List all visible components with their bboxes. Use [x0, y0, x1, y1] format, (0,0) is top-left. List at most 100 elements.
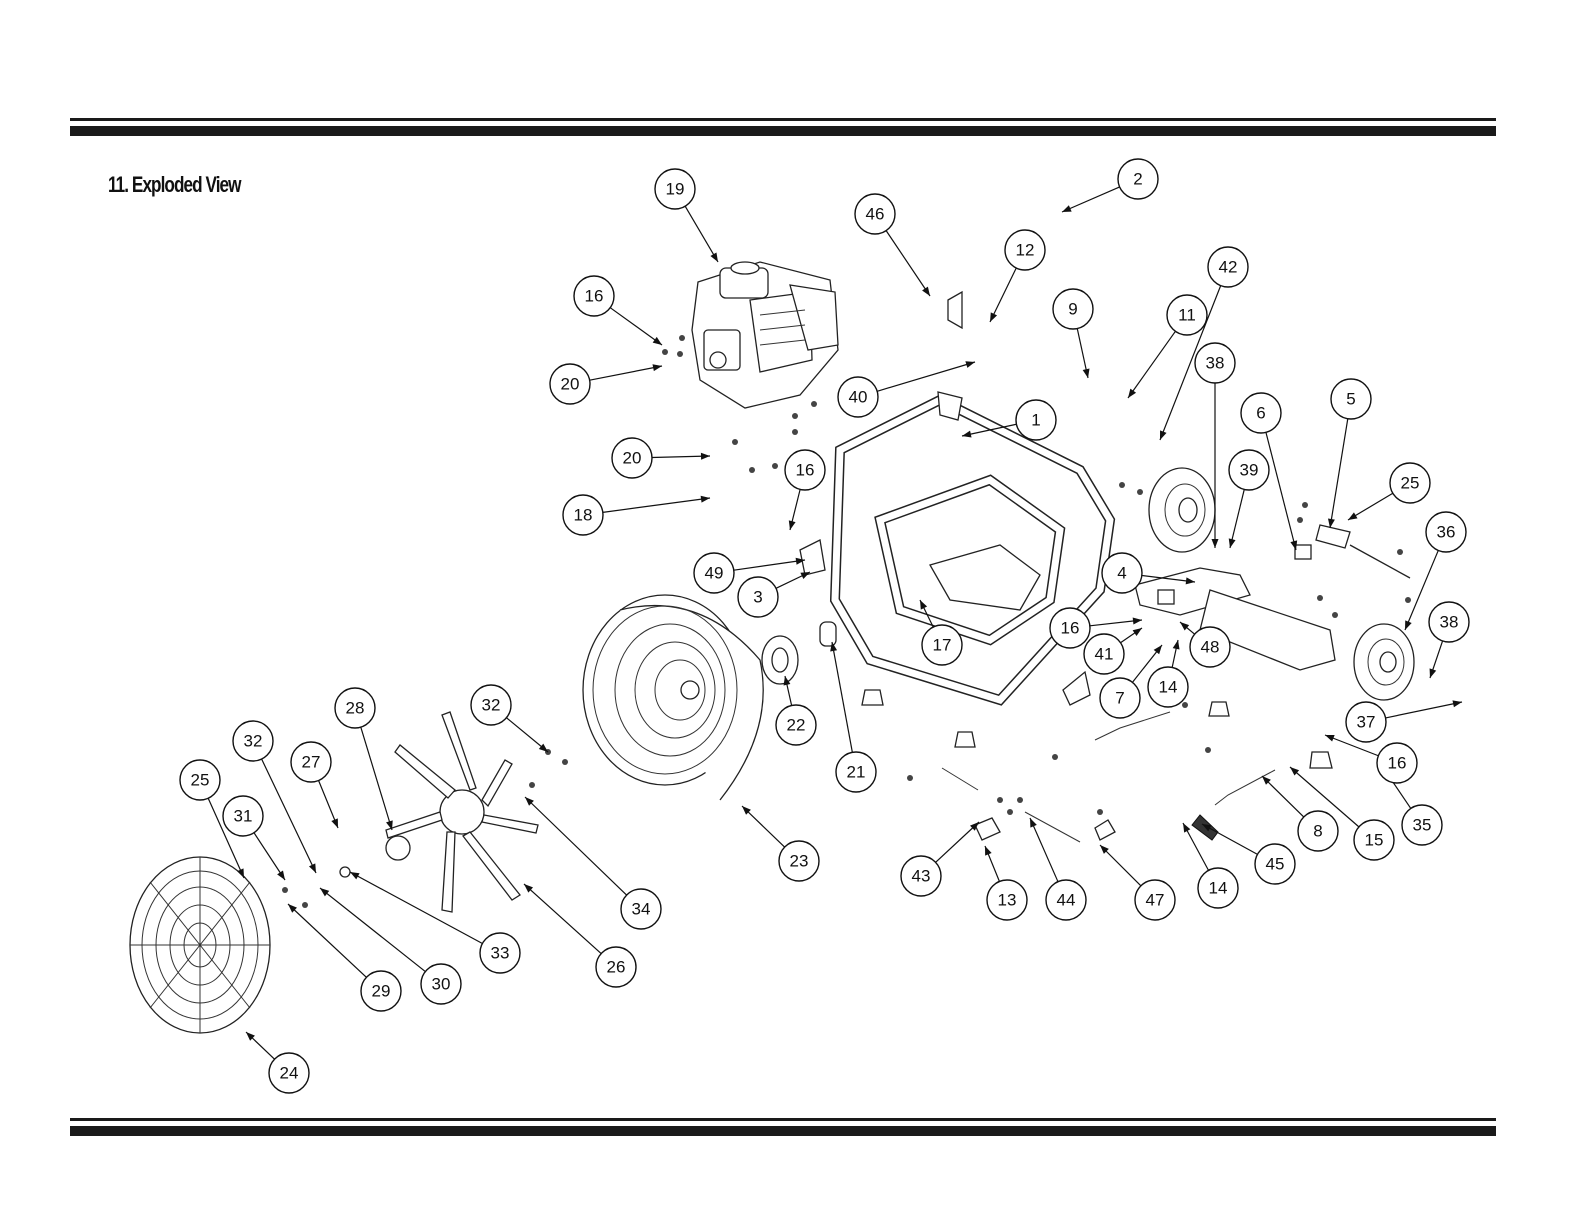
callout-41: 41 — [1084, 634, 1124, 674]
leader-arrowhead-33 — [350, 872, 360, 879]
callout-label: 36 — [1437, 523, 1456, 542]
callout-13: 13 — [987, 880, 1027, 920]
footer-rule-thin — [70, 1118, 1496, 1121]
leader-arrowhead-46 — [922, 287, 930, 296]
callout-11: 11 — [1167, 295, 1207, 335]
callout-36: 36 — [1426, 512, 1466, 552]
hardware-fastener — [1297, 517, 1303, 523]
callout-label: 1 — [1031, 411, 1040, 430]
gas-spring-part — [942, 768, 978, 790]
callout-42: 42 — [1208, 247, 1248, 287]
callout-45: 45 — [1255, 844, 1295, 884]
hardware-fastener — [811, 401, 817, 407]
leader-arrowhead-6 — [1290, 540, 1297, 550]
hardware-fastener — [662, 349, 668, 355]
bearing-plate-part — [762, 636, 798, 684]
leader-arrowhead-16 — [653, 337, 662, 345]
leader-arrowhead-37 — [1452, 700, 1462, 707]
leader-arrowhead-19 — [710, 252, 718, 262]
callout-label: 13 — [998, 891, 1017, 910]
frame-part — [835, 392, 1110, 700]
callout-3: 3 — [738, 577, 778, 617]
bushing-part — [820, 622, 836, 646]
callout-label: 47 — [1146, 891, 1165, 910]
leader-arrowhead-25 — [1348, 512, 1358, 520]
leader-arrowhead-17 — [920, 600, 927, 610]
callout-4: 4 — [1102, 553, 1142, 593]
callout-label: 41 — [1095, 645, 1114, 664]
mount-47-part — [1095, 820, 1115, 840]
callout-label: 20 — [561, 375, 580, 394]
callout-38: 38 — [1195, 343, 1235, 383]
leader-line-19 — [685, 206, 718, 262]
callout-label: 37 — [1357, 713, 1376, 732]
callout-label: 44 — [1057, 891, 1076, 910]
callout-label: 24 — [280, 1064, 299, 1083]
leader-line-20 — [590, 366, 662, 380]
front-guard-part — [130, 857, 270, 1033]
leader-line-33 — [350, 872, 482, 943]
leader-line-16 — [610, 308, 662, 345]
callout-23: 23 — [779, 841, 819, 881]
callout-16: 16 — [785, 450, 825, 490]
callout-16: 16 — [1377, 743, 1417, 783]
callout-14: 14 — [1198, 868, 1238, 908]
callout-39: 39 — [1229, 450, 1269, 490]
callout-label: 25 — [191, 771, 210, 790]
leader-line-39 — [1230, 489, 1244, 548]
leader-arrowhead-40 — [965, 361, 975, 368]
callout-19: 19 — [655, 169, 695, 209]
callout-26: 26 — [596, 947, 636, 987]
callout-40: 40 — [838, 377, 878, 417]
callout-label: 28 — [346, 699, 365, 718]
hardware-fastener — [772, 463, 778, 469]
leader-arrowhead-36 — [1405, 620, 1412, 630]
leader-arrowhead-20 — [652, 364, 662, 371]
leader-line-26 — [524, 884, 601, 954]
callout-32: 32 — [471, 685, 511, 725]
callout-label: 16 — [585, 287, 604, 306]
leader-arrowhead-18 — [701, 496, 710, 503]
callout-43: 43 — [901, 856, 941, 896]
hardware-fastener — [1007, 809, 1013, 815]
callout-2: 2 — [1118, 159, 1158, 199]
hardware-fastener — [1205, 747, 1211, 753]
leader-arrowhead-1 — [962, 431, 972, 438]
leader-line-40 — [877, 362, 975, 391]
bracket-5-part — [1316, 525, 1350, 548]
callout-label: 12 — [1016, 241, 1035, 260]
leader-line-49 — [734, 560, 805, 570]
shroud-part — [583, 595, 763, 800]
wheel-upper-part — [1149, 468, 1215, 552]
callout-label: 49 — [705, 564, 724, 583]
callout-29: 29 — [361, 971, 401, 1011]
foot-part-b — [955, 732, 975, 747]
callout-label: 29 — [372, 982, 391, 1001]
callout-label: 46 — [866, 205, 885, 224]
callout-22: 22 — [776, 705, 816, 745]
callout-label: 15 — [1365, 831, 1384, 850]
callout-37: 37 — [1346, 702, 1386, 742]
callout-label: 33 — [491, 944, 510, 963]
callout-label: 38 — [1206, 354, 1225, 373]
leader-arrowhead-7 — [1154, 645, 1162, 654]
foot-35-part — [1310, 752, 1332, 768]
leader-line-30 — [320, 888, 425, 972]
hardware-fastener — [1405, 597, 1411, 603]
callout-47: 47 — [1135, 880, 1175, 920]
callout-14: 14 — [1148, 667, 1188, 707]
callout-16: 16 — [574, 276, 614, 316]
hardware-fastener — [1017, 797, 1023, 803]
callout-44: 44 — [1046, 880, 1086, 920]
bracket-left-part — [1063, 672, 1090, 705]
leader-line-6 — [1266, 432, 1296, 550]
callout-label: 18 — [574, 506, 593, 525]
leader-arrowhead-42 — [1160, 430, 1167, 440]
callout-label: 25 — [1401, 474, 1420, 493]
callout-label: 48 — [1201, 638, 1220, 657]
rod-8-part — [1215, 770, 1275, 805]
callout-46: 46 — [855, 194, 895, 234]
callout-25: 25 — [1390, 463, 1430, 503]
callout-label: 19 — [666, 180, 685, 199]
callout-label: 26 — [607, 958, 626, 977]
